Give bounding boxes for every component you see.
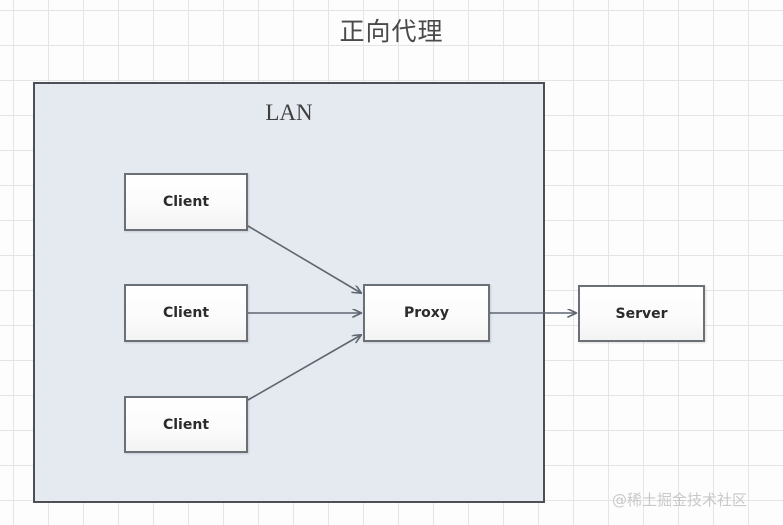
node-proxy-label: Proxy <box>404 305 449 321</box>
node-client-2[interactable]: Client <box>124 284 248 342</box>
node-client-1-label: Client <box>162 194 210 210</box>
node-server-label: Server <box>615 305 668 322</box>
node-server[interactable]: Server <box>578 285 705 342</box>
node-client-1[interactable]: Client <box>124 173 248 231</box>
lan-zone-label: LAN <box>265 100 313 125</box>
node-client-3-label: Client <box>162 416 210 433</box>
node-proxy[interactable]: Proxy <box>363 284 490 342</box>
node-client-3[interactable]: Client <box>124 396 248 453</box>
node-client-2-label: Client <box>162 305 210 321</box>
page-title: 正向代理 <box>339 17 444 46</box>
watermark: @稀土掘金技术社区 <box>612 491 748 509</box>
